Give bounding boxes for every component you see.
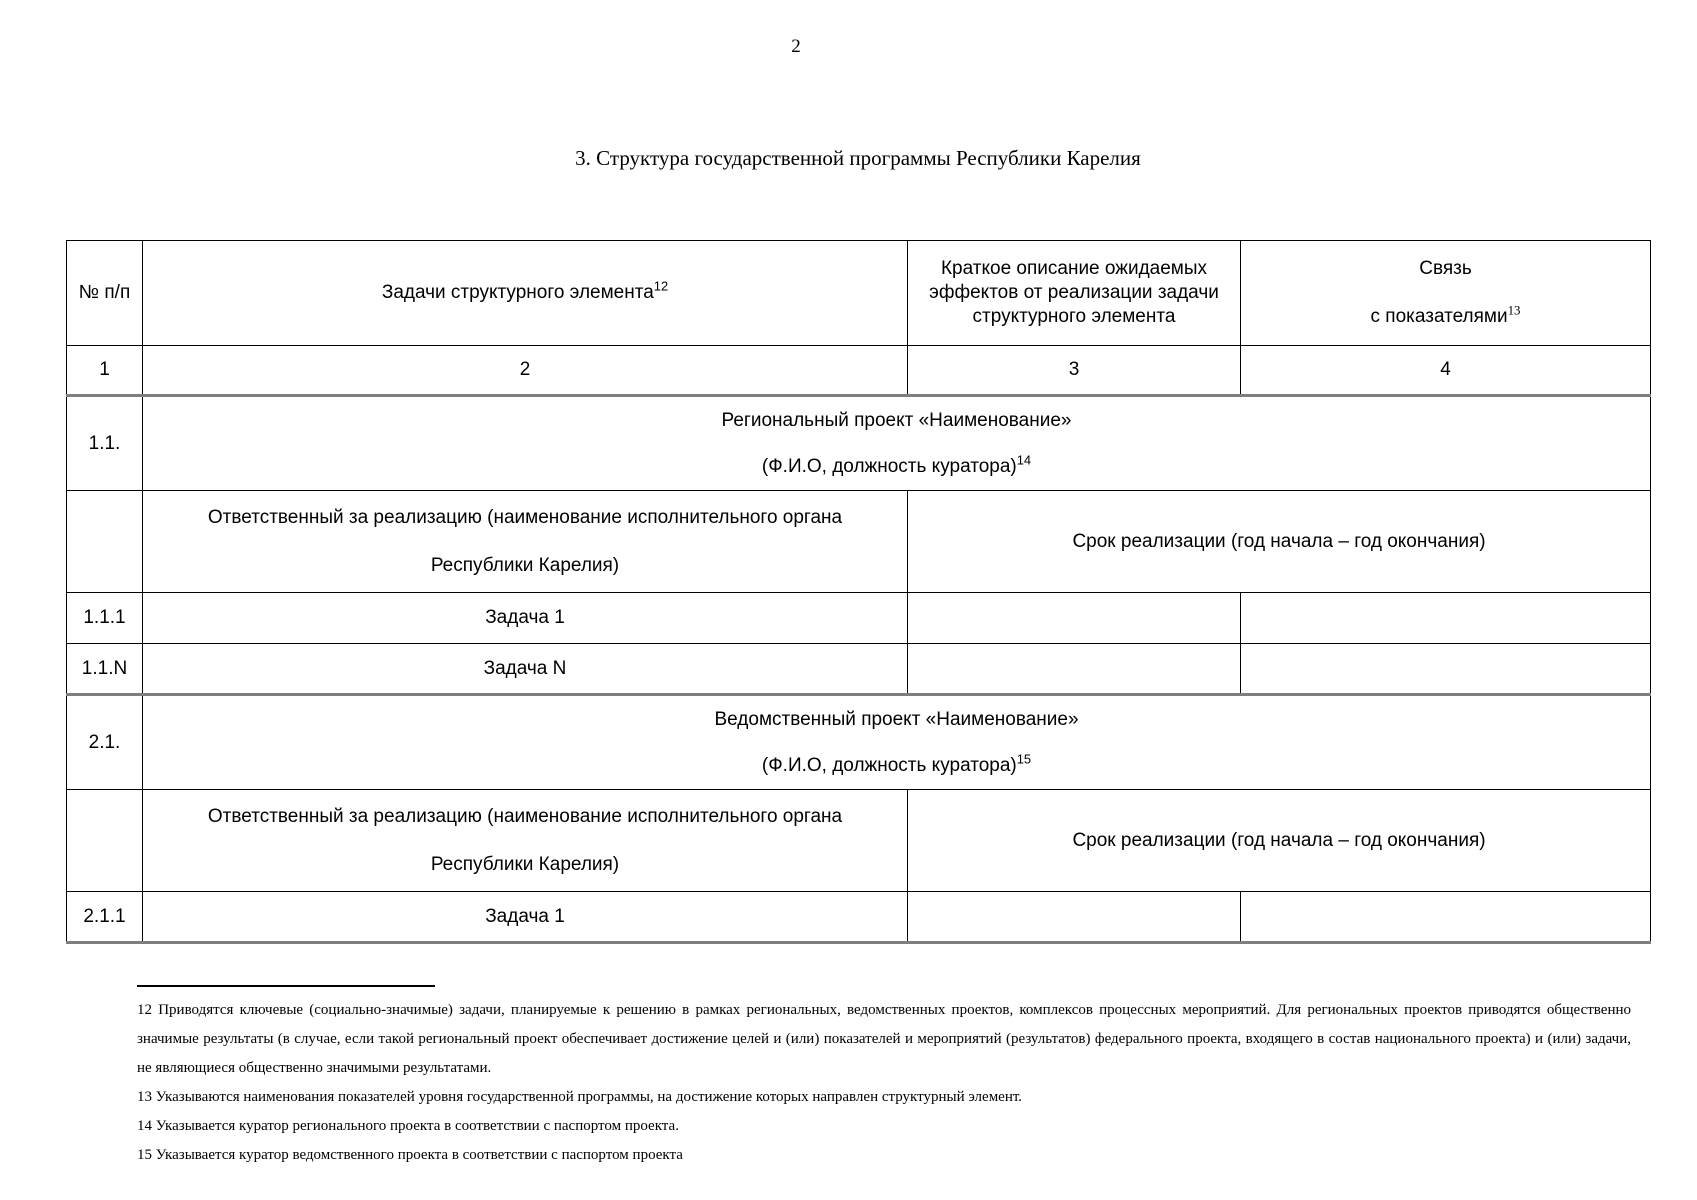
- footnote-text: Приводятся ключевые (социально-значимые)…: [137, 1002, 1631, 1076]
- task-label: Задача N: [142, 643, 908, 696]
- project-name: Региональный проект «Наименование»: [721, 409, 1072, 431]
- task-label: Задача 1: [142, 592, 908, 644]
- table-row: 1.1.1 Задача 1: [66, 592, 1651, 644]
- footnote-number: 12: [137, 1002, 152, 1018]
- empty-cell: [907, 592, 1241, 644]
- table-row: 2.1.1 Задача 1: [66, 891, 1651, 944]
- column-number-3: 3: [907, 345, 1241, 397]
- footnote-13: 13 Указываются наименования показателей …: [137, 1083, 1631, 1112]
- footnote-ref-15: 15: [1016, 751, 1032, 767]
- section-1-number: 1.1.: [66, 395, 143, 491]
- column-number-2: 2: [142, 345, 908, 397]
- task-number: 2.1.1: [66, 891, 143, 944]
- page-number-value: 2: [791, 36, 801, 57]
- footnote-ref-12: 12: [653, 278, 669, 294]
- header-cell-link: Связь с показателями13: [1240, 240, 1651, 346]
- header-link-line1: Связь: [1419, 258, 1472, 279]
- footnotes: 12 Приводятся ключевые (социально-значим…: [137, 985, 1631, 1170]
- task-number: 1.1.N: [66, 643, 143, 696]
- empty-cell: [1240, 592, 1651, 644]
- project-curator: (Ф.И.О, должность куратора)15: [761, 751, 1032, 776]
- footnote-text: Указывается куратор ведомственного проек…: [155, 1147, 683, 1163]
- header-link-line2: с показателями13: [1370, 302, 1521, 327]
- empty-cell: [907, 643, 1241, 696]
- header-tasks-label: Задачи структурного элемента: [381, 282, 654, 303]
- section-1-responsible-row: Ответственный за реализацию (наименовани…: [66, 490, 1651, 593]
- program-structure-table: № п/п Задачи структурного элемента12 Кра…: [66, 240, 1651, 944]
- footnote-14: 14 Указывается куратор регионального про…: [137, 1112, 1631, 1141]
- column-number-4: 4: [1240, 345, 1651, 397]
- empty-cell: [1240, 891, 1651, 944]
- section-1-project-cell: Региональный проект «Наименование» (Ф.И.…: [142, 395, 1651, 491]
- project-name: Ведомственный проект «Наименование»: [714, 708, 1079, 730]
- task-number: 1.1.1: [66, 592, 143, 644]
- table-header-row: № п/п Задачи структурного элемента12 Кра…: [66, 240, 1651, 346]
- empty-cell: [907, 891, 1241, 944]
- project-curator: (Ф.И.О, должность куратора)14: [761, 452, 1032, 477]
- section-1-responsible-cell: Ответственный за реализацию (наименовани…: [142, 490, 908, 593]
- section-1-project-row: 1.1. Региональный проект «Наименование» …: [66, 395, 1651, 491]
- footnote-number: 14: [137, 1118, 152, 1134]
- footnote-text: Указывается куратор регионального проект…: [155, 1118, 679, 1134]
- section-2-responsible-row: Ответственный за реализацию (наименовани…: [66, 789, 1651, 892]
- empty-cell: [66, 490, 143, 593]
- footnote-15: 15 Указывается куратор ведомственного пр…: [137, 1141, 1631, 1170]
- section-2-project-row: 2.1. Ведомственный проект «Наименование»…: [66, 694, 1651, 790]
- table-row: 1.1.N Задача N: [66, 643, 1651, 696]
- empty-cell: [1240, 643, 1651, 696]
- footnote-separator: [137, 985, 435, 987]
- header-cell-effects: Краткое описание ожидаемых эффектов от р…: [907, 240, 1241, 346]
- section-2-project-cell: Ведомственный проект «Наименование» (Ф.И…: [142, 694, 1651, 790]
- footnote-text: Указываются наименования показателей уро…: [155, 1089, 1023, 1105]
- footnote-number: 15: [137, 1147, 152, 1163]
- column-number-1: 1: [66, 345, 143, 397]
- section-1-term-cell: Срок реализации (год начала – год оконча…: [907, 490, 1651, 593]
- header-cell-tasks: Задачи структурного элемента12: [142, 240, 908, 346]
- footnote-12: 12 Приводятся ключевые (социально-значим…: [137, 996, 1631, 1083]
- footnote-ref-14: 14: [1016, 452, 1032, 468]
- section-2-responsible-cell: Ответственный за реализацию (наименовани…: [142, 789, 908, 892]
- section-2-number: 2.1.: [66, 694, 143, 790]
- header-cell-num: № п/п: [66, 240, 143, 346]
- empty-cell: [66, 789, 143, 892]
- footnote-ref-13: 13: [1507, 302, 1521, 318]
- document-title: 3. Структура государственной программы Р…: [575, 146, 1141, 170]
- page-number: 2: [66, 36, 1526, 58]
- task-label: Задача 1: [142, 891, 908, 944]
- column-numbers-row: 1 2 3 4: [66, 345, 1651, 397]
- section-2-term-cell: Срок реализации (год начала – год оконча…: [907, 789, 1651, 892]
- footnote-number: 13: [137, 1089, 152, 1105]
